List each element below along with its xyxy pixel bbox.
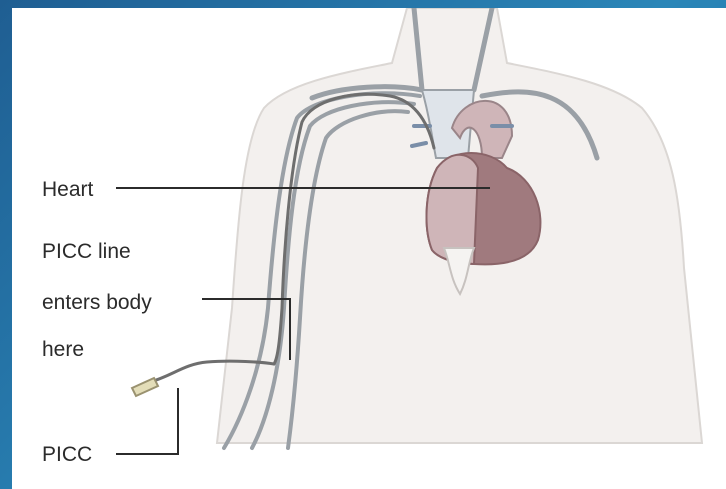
picc-hub [132,378,158,396]
label-enters-body: enters body [42,292,152,313]
diagram-panel: Heart PICC line enters body here PICC [12,8,726,489]
label-picc-line: PICC line [42,241,131,262]
label-picc: PICC [42,444,92,465]
label-here: here [42,339,84,360]
label-heart: Heart [42,179,93,200]
